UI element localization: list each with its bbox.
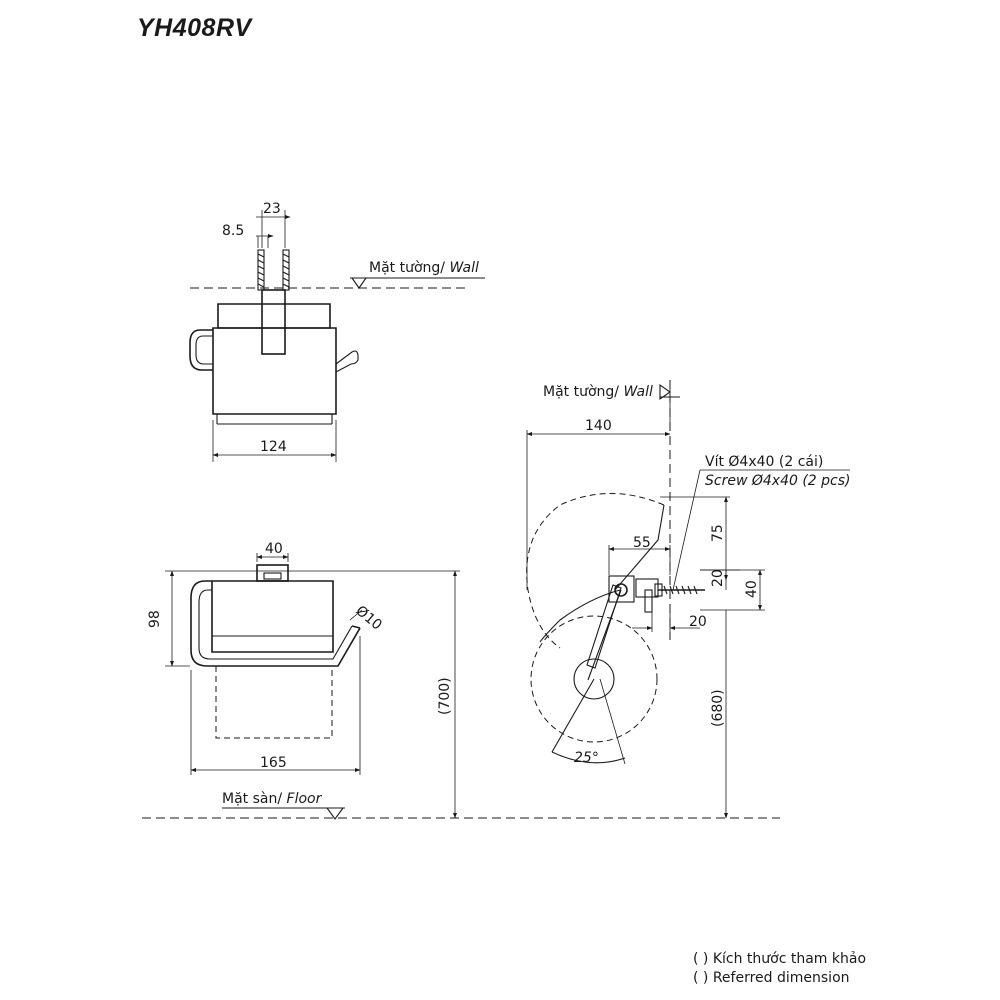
side-view: Mặt tường/ Wall [526, 380, 851, 819]
dim-40-side: 40 [744, 580, 760, 598]
svg-text:Mặt tường/ Wall: Mặt tường/ Wall [369, 260, 479, 276]
dim-75: 75 [710, 524, 726, 542]
dim-98: 98 [147, 610, 163, 628]
dim-700: (700) [437, 677, 453, 715]
top-view: 23 8.5 124 Mặt tường/ Wall [189, 201, 485, 462]
wall-label-top-en: Wall [449, 260, 479, 276]
svg-text:Mặt sàn/ Floor: Mặt sàn/ Floor [222, 791, 323, 807]
dim-140: 140 [585, 418, 612, 434]
dim-20-horizontal: 20 [689, 614, 707, 630]
dim-20-vertical: 20 [710, 569, 726, 587]
wall-label-side-en: Wall [623, 384, 653, 400]
dim-phi-10: Ø10 [352, 603, 384, 634]
wall-label-side: Mặt tường/ [543, 384, 623, 400]
dim-55: 55 [633, 535, 651, 551]
note-vi: ( ) Kích thước tham khảo [693, 951, 867, 967]
dim-165: 165 [260, 755, 287, 771]
screw-icon [654, 583, 705, 597]
screw-label-en: Screw Ø4x40 (2 pcs) [705, 473, 851, 489]
dim-23: 23 [263, 201, 281, 217]
floor-level-symbol [325, 807, 345, 820]
floor-label-en: Floor [287, 791, 323, 807]
dim-680: (680) [710, 689, 726, 727]
front-view: 40 98 Ø10 165 (700) [147, 541, 460, 819]
wall-level-symbol [350, 277, 368, 289]
dim-8-5: 8.5 [222, 223, 244, 239]
note-en: ( ) Referred dimension [693, 970, 850, 986]
drawing-title: YH408RV [137, 14, 252, 42]
svg-text:Mặt tường/ Wall: Mặt tường/ Wall [543, 384, 653, 400]
wall-level-symbol-side [659, 383, 671, 401]
dim-angle-25: 25° [574, 750, 599, 766]
wall-label-top: Mặt tường/ [369, 260, 449, 276]
screw-icon [257, 249, 265, 291]
screw-label-vi: Vít Ø4x40 (2 cái) [705, 454, 823, 470]
floor-line: Mặt sàn/ Floor [142, 791, 780, 820]
dim-40-front: 40 [265, 541, 283, 557]
dim-124: 124 [260, 439, 287, 455]
floor-label: Mặt sàn/ [222, 791, 287, 807]
screw-icon [282, 249, 290, 291]
